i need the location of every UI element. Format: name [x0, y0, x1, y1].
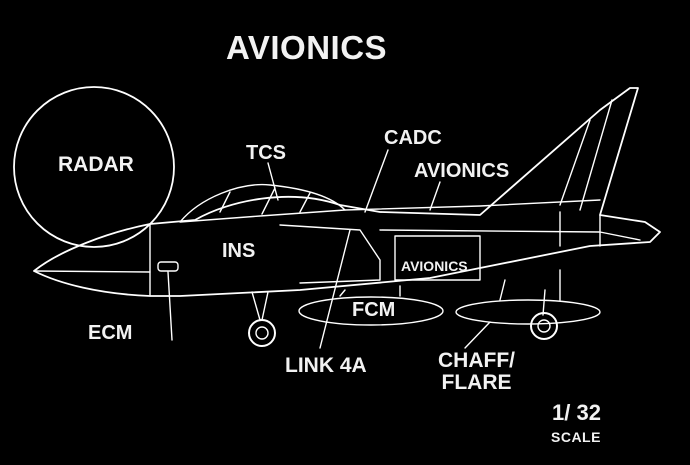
link4a-label: LINK 4A: [285, 354, 367, 377]
flare-line: FLARE: [441, 371, 512, 395]
scale-label: SCALE: [551, 429, 601, 445]
leader-tcs: [267, 162, 279, 201]
avionics-lower-label: AVIONICS: [401, 258, 468, 274]
leader-link4a: [319, 229, 351, 349]
nose-chin-line: [33, 270, 151, 273]
avionics-bay: [394, 235, 481, 281]
main-wheel-hub: [255, 326, 269, 340]
radar-label: RADAR: [58, 153, 134, 176]
leader-chaff: [464, 321, 491, 349]
page-title: AVIONICS: [226, 29, 388, 66]
tail-lines: [559, 211, 601, 247]
rear-wheel-hub: [537, 319, 551, 333]
leader-avionics-upper: [429, 181, 441, 211]
rear-wheel: [530, 312, 558, 340]
fuselage-outline: [33, 87, 661, 297]
ecm-label: ECM: [88, 322, 133, 344]
fcm-pod: [298, 296, 444, 326]
intake-outline: [279, 224, 381, 284]
pylon-right: [499, 269, 561, 301]
tcs-label: TCS: [246, 142, 286, 164]
ecm-port: [157, 261, 179, 272]
fin-inner: [559, 99, 613, 211]
chaff-pod: [455, 299, 601, 325]
canopy-frame: [219, 187, 311, 215]
avionics-upper-label: AVIONICS: [414, 160, 510, 182]
cadc-label: CADC: [384, 127, 442, 149]
main-wheel: [248, 319, 276, 347]
ins-label: INS: [222, 240, 256, 262]
fcm-label: FCM: [352, 299, 396, 321]
spine-line: [344, 199, 601, 211]
chaff-line: CHAFF/: [438, 349, 515, 372]
main-gear-strut: [251, 291, 269, 321]
rear-gear-strut: [542, 289, 546, 316]
scale-ratio: 1/ 32: [552, 400, 601, 425]
ecm-line: [167, 271, 173, 341]
wing-root: [379, 229, 641, 241]
leader-cadc: [364, 149, 389, 213]
pylon-left: [339, 285, 401, 297]
canopy: [179, 183, 346, 223]
chaff-flare-label: CHAFF/ FLARE: [438, 349, 515, 395]
radar-circle: [13, 86, 175, 248]
